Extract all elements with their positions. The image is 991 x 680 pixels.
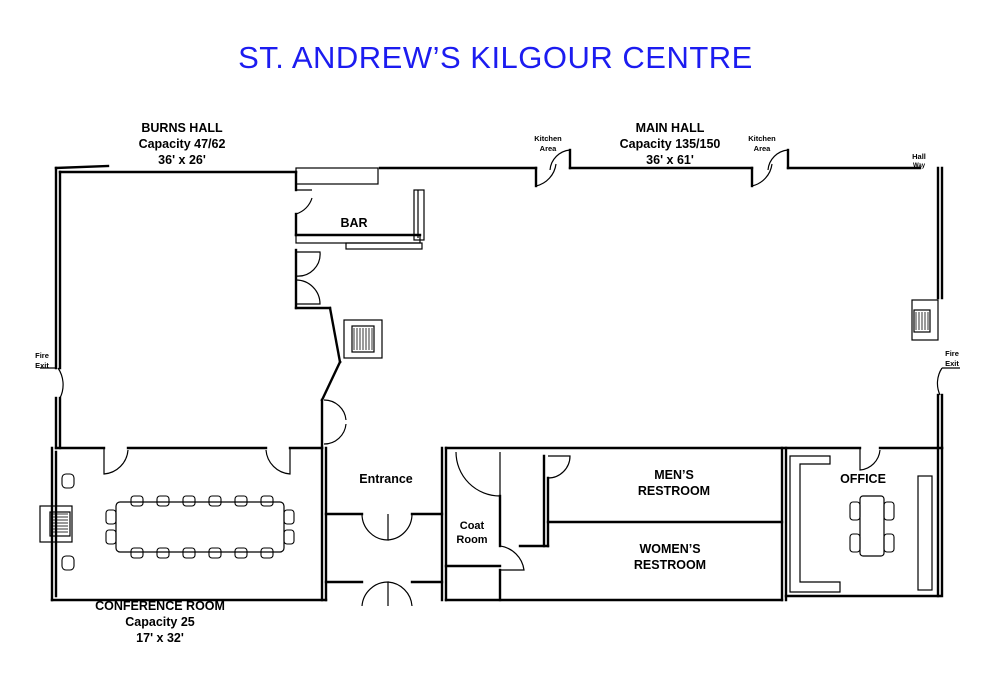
fire-exit-left-line1: Fire [35,351,49,360]
mens-restroom-label-2: RESTROOM [638,484,710,498]
fire-exit-right-line2: Exit [945,359,959,368]
mens-restroom-label-1: MEN’S [654,468,694,482]
main-hall-capacity: Capacity 135/150 [620,137,721,151]
small-labels: Kitchen Area Kitchen Area Fire Exit Fire… [35,134,959,370]
womens-restroom-label-2: RESTROOM [634,558,706,572]
kitchen-area-2-line2: Area [754,144,772,153]
hall-way-line1: Hall [912,152,926,161]
burns-hall-name: BURNS HALL [141,121,223,135]
main-hall-name: MAIN HALL [636,121,705,135]
conference-room-size: 17' x 32' [136,631,184,645]
bar-partition [294,167,425,450]
hall-way-line2: Way [913,163,926,169]
coat-room-label-1: Coat [460,520,485,532]
room-labels: BURNS HALL Capacity 47/62 36' x 26' MAIN… [95,121,886,645]
fire-exit-left-line2: Exit [35,361,49,370]
plan-title: ST. ANDREW’S KILGOUR CENTRE [238,40,753,75]
kitchen-area-1-line2: Area [540,144,558,153]
doors [40,148,960,607]
main-hall-size: 36' x 61' [646,153,694,167]
entrance-label: Entrance [359,472,413,486]
kitchen-area-1-line1: Kitchen [534,134,562,143]
lower-walls [50,446,944,602]
conference-room-name: CONFERENCE ROOM [95,599,225,613]
conference-chairs [61,473,295,571]
burns-hall-capacity: Capacity 47/62 [139,137,226,151]
womens-restroom-label-1: WOMEN’S [639,542,700,556]
office-label: OFFICE [840,472,886,486]
kitchen-area-2-line1: Kitchen [748,134,776,143]
bar-label: BAR [340,216,367,230]
fire-exit-right-line1: Fire [945,349,959,358]
burns-hall-size: 36' x 26' [158,153,206,167]
stairs [39,299,939,543]
furniture [61,455,933,593]
outer-walls [54,164,944,450]
coat-room-label-2: Room [456,534,487,546]
conference-room-capacity: Capacity 25 [125,615,195,629]
